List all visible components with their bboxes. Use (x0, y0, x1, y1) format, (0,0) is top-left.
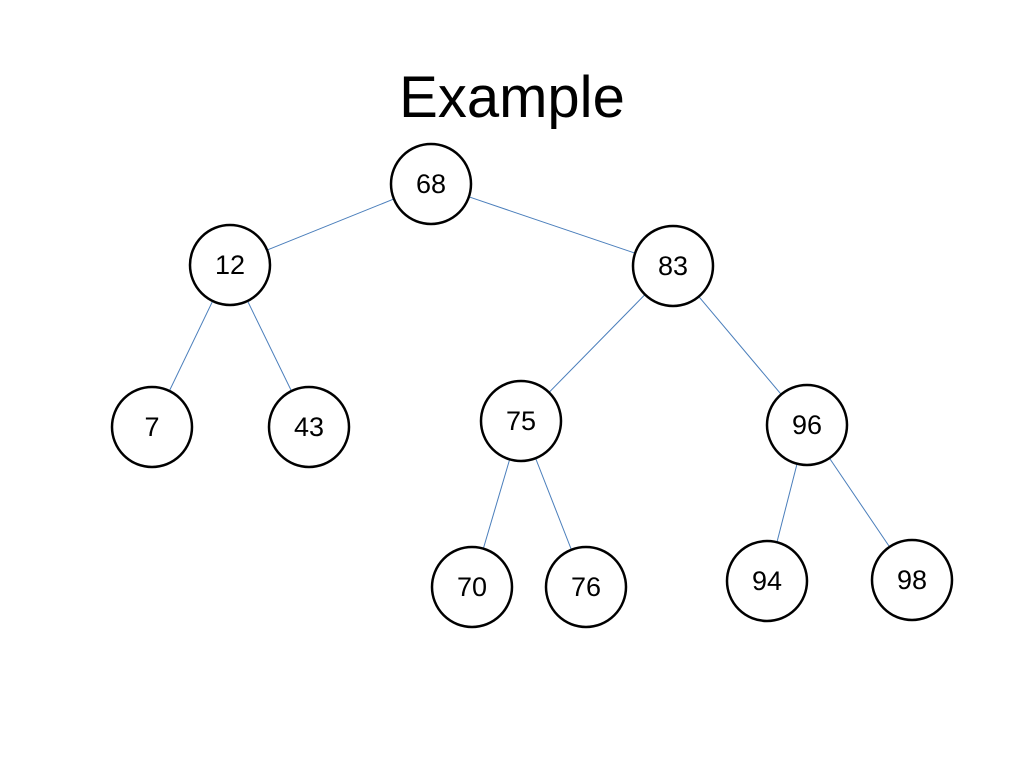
tree-node-94: 94 (725, 539, 809, 623)
edge-83-75 (548, 294, 646, 393)
tree-node-96: 96 (765, 383, 849, 467)
node-circle (870, 538, 954, 622)
edges-layer (168, 196, 890, 550)
edge-96-94 (776, 463, 798, 543)
node-circle (725, 539, 809, 623)
tree-node-75: 75 (479, 379, 563, 463)
edge-68-83 (468, 196, 636, 254)
node-label: 98 (897, 565, 927, 595)
tree-node-98: 98 (870, 538, 954, 622)
node-circle (430, 545, 514, 629)
node-label: 70 (457, 572, 487, 602)
tree-node-68: 68 (389, 142, 473, 226)
tree-node-7: 7 (110, 385, 194, 469)
highlighted-node-circle (631, 224, 715, 308)
tree-node-76: 76 (544, 545, 628, 629)
tree-node-12: 12 (188, 223, 272, 307)
edge-96-98 (829, 457, 890, 548)
node-circle (110, 385, 194, 469)
node-label: 68 (416, 169, 446, 199)
tree-node-83: 83 (631, 224, 715, 308)
node-label: 83 (658, 251, 688, 281)
node-circle (188, 223, 272, 307)
node-circle (544, 545, 628, 629)
tree-node-70: 70 (430, 545, 514, 629)
node-label: 76 (571, 572, 601, 602)
edge-75-76 (535, 458, 572, 550)
node-label: 96 (792, 410, 822, 440)
edge-12-7 (168, 300, 214, 392)
node-label: 43 (294, 412, 324, 442)
edge-68-12 (266, 198, 395, 251)
node-circle (479, 379, 563, 463)
node-circle (765, 383, 849, 467)
edge-75-70 (482, 459, 511, 549)
edge-12-43 (247, 300, 292, 392)
node-label: 7 (144, 412, 159, 442)
node-label: 94 (752, 566, 782, 596)
edge-83-96 (698, 296, 782, 395)
nodes-layer: 68 12 83 7 43 75 96 70 76 94 98 (110, 142, 954, 629)
tree-node-43: 43 (267, 385, 351, 469)
node-circle (267, 385, 351, 469)
slide-title: Example (399, 65, 625, 130)
node-label: 75 (506, 406, 536, 436)
node-label: 12 (215, 250, 245, 280)
node-circle (389, 142, 473, 226)
